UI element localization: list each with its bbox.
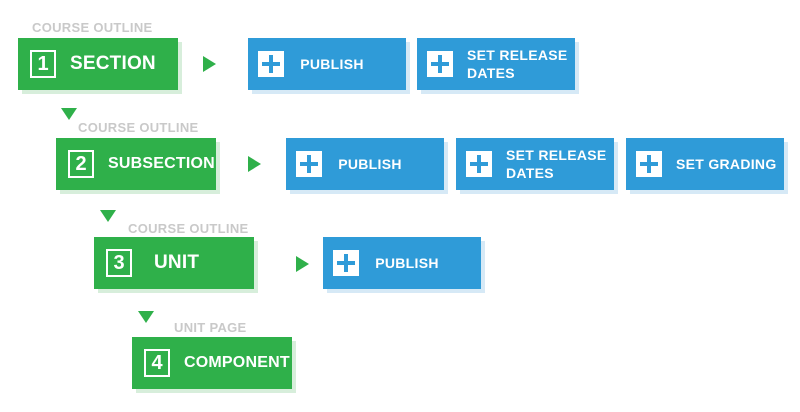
level-2-action-1-text: PUBLISH (338, 156, 402, 172)
plus-icon (333, 250, 359, 276)
level-3-action-1-text: PUBLISH (375, 255, 439, 271)
level-2-number: 2 (68, 150, 94, 178)
plus-icon (258, 51, 284, 77)
level-4-component: 4 COMPONENT (132, 337, 292, 389)
plus-icon (296, 151, 322, 177)
plus-icon (427, 51, 453, 77)
level-3-action-publish: PUBLISH (323, 237, 481, 289)
level-1-action-publish: PUBLISH (248, 38, 406, 90)
level-3-label: COURSE OUTLINE (128, 221, 249, 236)
triangle-right-icon (203, 56, 216, 72)
level-2-action-set-grading: SET GRADING (626, 138, 784, 190)
level-1-number: 1 (30, 50, 56, 78)
level-3-unit: 3 UNIT (94, 237, 254, 289)
level-2-label: COURSE OUTLINE (78, 120, 199, 135)
triangle-down-icon (138, 311, 154, 323)
plus-icon (466, 151, 492, 177)
triangle-down-icon (61, 108, 77, 120)
level-1-action-set-release-dates: SET RELEASE DATES (417, 38, 575, 90)
triangle-down-icon (100, 210, 116, 222)
level-3-number: 3 (106, 249, 132, 277)
level-2-action-2-text: SET RELEASE DATES (506, 147, 607, 181)
level-1-action-1-text: PUBLISH (300, 56, 364, 72)
level-4-label: UNIT PAGE (174, 320, 247, 335)
triangle-right-icon (248, 156, 261, 172)
triangle-right-icon (296, 256, 309, 272)
level-1-section: 1 SECTION (18, 38, 178, 90)
level-1-name: SECTION (70, 53, 156, 74)
level-2-action-set-release-dates: SET RELEASE DATES (456, 138, 614, 190)
level-1-action-2-text: SET RELEASE DATES (467, 47, 568, 81)
level-4-number: 4 (144, 349, 170, 377)
level-2-action-publish: PUBLISH (286, 138, 444, 190)
level-3-name: UNIT (154, 252, 200, 273)
level-2-name: SUBSECTION (108, 155, 215, 172)
level-2-action-3-text: SET GRADING (676, 156, 777, 172)
level-2-subsection: 2 SUBSECTION (56, 138, 216, 190)
level-4-name: COMPONENT (184, 354, 290, 371)
level-1-label: COURSE OUTLINE (32, 20, 153, 35)
plus-icon (636, 151, 662, 177)
